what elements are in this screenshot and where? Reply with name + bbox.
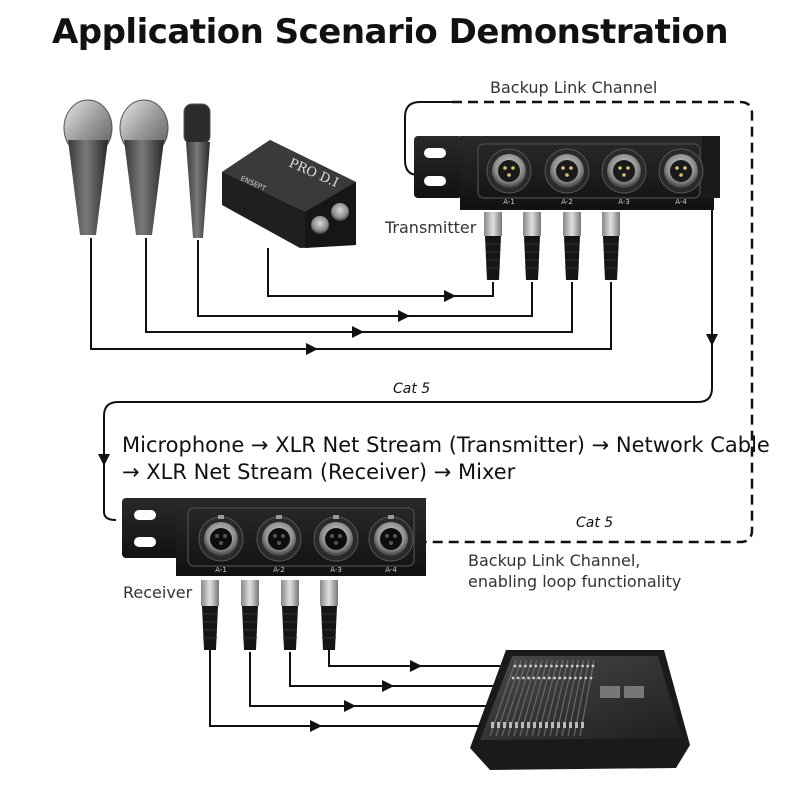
arrow-icon	[706, 334, 718, 346]
arrow-icon	[310, 720, 322, 732]
arrow-icon	[410, 660, 422, 672]
mixer-icon	[470, 650, 690, 770]
transmitter-port-label: A-3	[618, 198, 630, 206]
xlr-male-connector-icon	[486, 148, 532, 194]
arrow-icon	[306, 343, 318, 355]
transmitter-port-label: A-1	[503, 198, 515, 206]
arrow-icon	[344, 700, 356, 712]
microphone-icon	[119, 99, 169, 235]
backup-link-label-bottom-1: Backup Link Channel,	[468, 551, 641, 570]
signal-flow-line-1: Microphone → XLR Net Stream (Transmitter…	[122, 433, 770, 457]
receiver-label: Receiver	[123, 583, 193, 602]
mic-wire-arrows	[306, 290, 456, 355]
xlr-plug-icon	[484, 212, 502, 280]
receiver-port-label: A-2	[273, 566, 285, 574]
receiver-port-label: A-1	[215, 566, 227, 574]
signal-flow-line-2: → XLR Net Stream (Receiver) → Mixer	[122, 460, 516, 484]
xlr-plug-icon	[563, 212, 581, 280]
xlr-plug-icon	[241, 580, 259, 650]
microphone-icon	[183, 103, 211, 238]
cat5-cable	[103, 200, 713, 521]
xlr-male-connector-icon	[658, 148, 704, 194]
xlr-female-connector-icon	[198, 515, 244, 562]
xlr-male-connector-icon	[544, 148, 590, 194]
backup-link-label-top: Backup Link Channel	[490, 78, 658, 97]
arrow-icon	[382, 680, 394, 692]
transmitter-port-label: A-2	[561, 198, 573, 206]
mixer-wires	[209, 650, 520, 727]
signal-flow-text: Microphone → XLR Net Stream (Transmitter…	[122, 432, 770, 486]
arrow-icon	[98, 454, 110, 466]
xlr-plug-icon	[523, 212, 541, 280]
arrow-icon	[398, 310, 410, 322]
arrow-icon	[352, 326, 364, 338]
cat5-label-top: Cat 5	[393, 381, 431, 397]
xlr-plug-icon	[602, 212, 620, 280]
xlr-female-connector-icon	[313, 515, 359, 562]
di-box-icon: PRO D.I ENSEPT	[222, 140, 356, 248]
xlr-plug-icon	[281, 580, 299, 650]
backup-link-label-bottom-2: enabling loop functionality	[468, 572, 682, 591]
xlr-male-connector-icon	[601, 148, 647, 194]
arrow-icon	[444, 290, 456, 302]
backup-link-cable-left	[404, 101, 452, 176]
transmitter-port-label: A-4	[675, 198, 687, 206]
backup-link-cable	[424, 100, 754, 544]
receiver-port-label: A-4	[385, 566, 397, 574]
mixer-wire-arrows	[310, 660, 422, 732]
xlr-plug-icon	[201, 580, 219, 650]
xlr-female-connector-icon	[256, 515, 302, 562]
xlr-plug-icon	[320, 580, 338, 650]
receiver-port-label: A-3	[330, 566, 342, 574]
cat5-label-bottom: Cat 5	[576, 515, 614, 531]
transmitter-label: Transmitter	[385, 218, 477, 237]
page-title: Application Scenario Demonstration	[51, 12, 729, 52]
microphone-icon	[63, 99, 113, 235]
xlr-female-connector-icon	[368, 515, 414, 562]
